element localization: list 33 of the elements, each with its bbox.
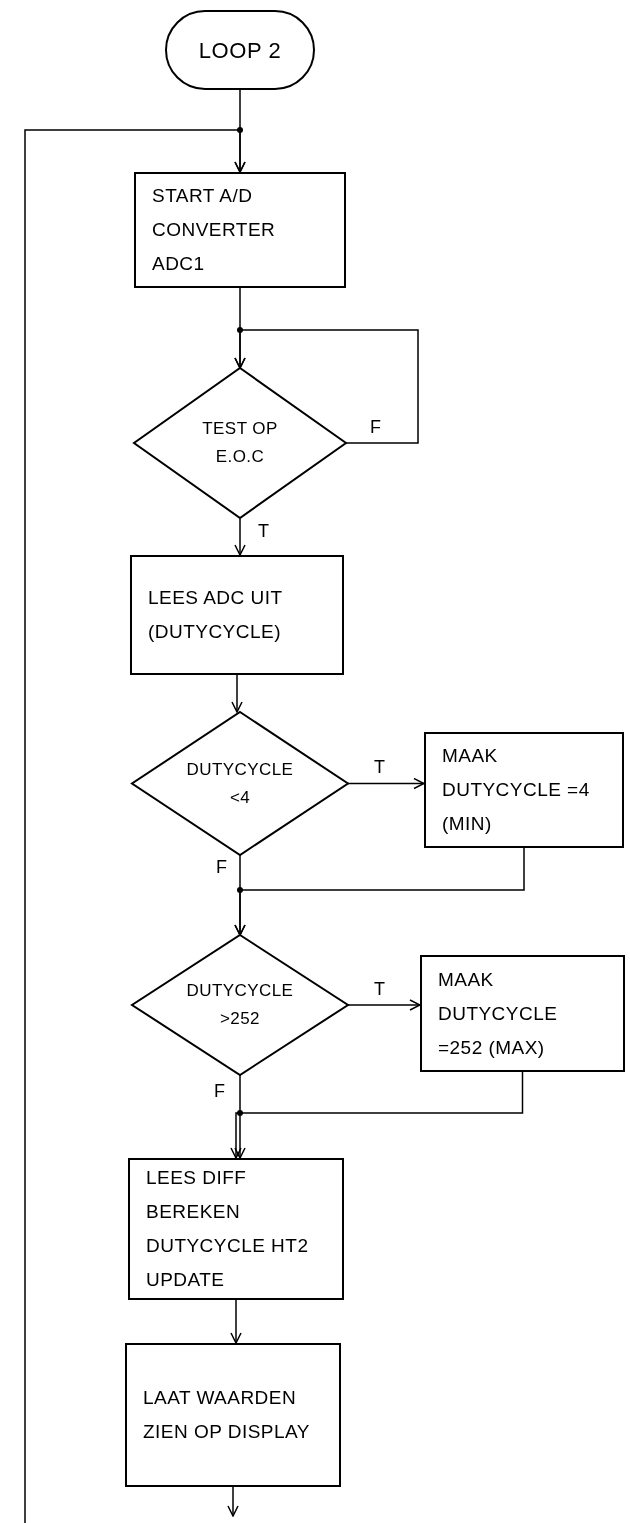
arrow	[230, 1071, 524, 1159]
arrow	[230, 1299, 242, 1344]
node-text: MAAK DUTYCYCLE =252 (MAX)	[438, 967, 559, 1060]
edge-label: T	[372, 758, 387, 776]
arrow	[347, 999, 421, 1011]
edge-label: F	[214, 858, 229, 876]
node-text: DUTYCYCLE >252	[185, 980, 295, 1030]
process-box	[130, 555, 344, 675]
node-text: LEES ADC UIT (DUTYCYCLE)	[148, 586, 284, 644]
arrow	[234, 847, 525, 936]
arrow	[347, 777, 425, 790]
node-text: TEST OP E.O.C	[201, 418, 279, 468]
process-box	[420, 955, 625, 1072]
edge-label: F	[212, 1082, 227, 1100]
node-text: MAAK DUTYCYCLE =4 (MIN)	[442, 744, 591, 836]
arrow	[227, 1486, 239, 1517]
arrow	[231, 674, 243, 713]
arrow	[234, 517, 246, 556]
node-text: DUTYCYCLE <4	[185, 758, 295, 809]
process-box	[424, 732, 624, 848]
process-box	[125, 1343, 341, 1487]
node-text: LEES DIFF BEREKEN DUTYCYCLE HT2 UPDATE	[146, 1166, 310, 1292]
arrow	[234, 1074, 246, 1159]
node-text: START A/D CONVERTER ADC1	[152, 184, 277, 276]
edge-label: F	[368, 418, 383, 436]
arrow	[24, 129, 246, 1523]
node-text: LOOP 2	[198, 36, 282, 65]
arrow	[234, 329, 419, 444]
process-box	[134, 172, 346, 288]
edge-label: T	[256, 522, 271, 540]
node-text: LAAT WAARDEN ZIEN OP DISPLAY	[143, 1386, 311, 1444]
process-box	[128, 1158, 344, 1300]
edge-label: T	[372, 980, 387, 998]
